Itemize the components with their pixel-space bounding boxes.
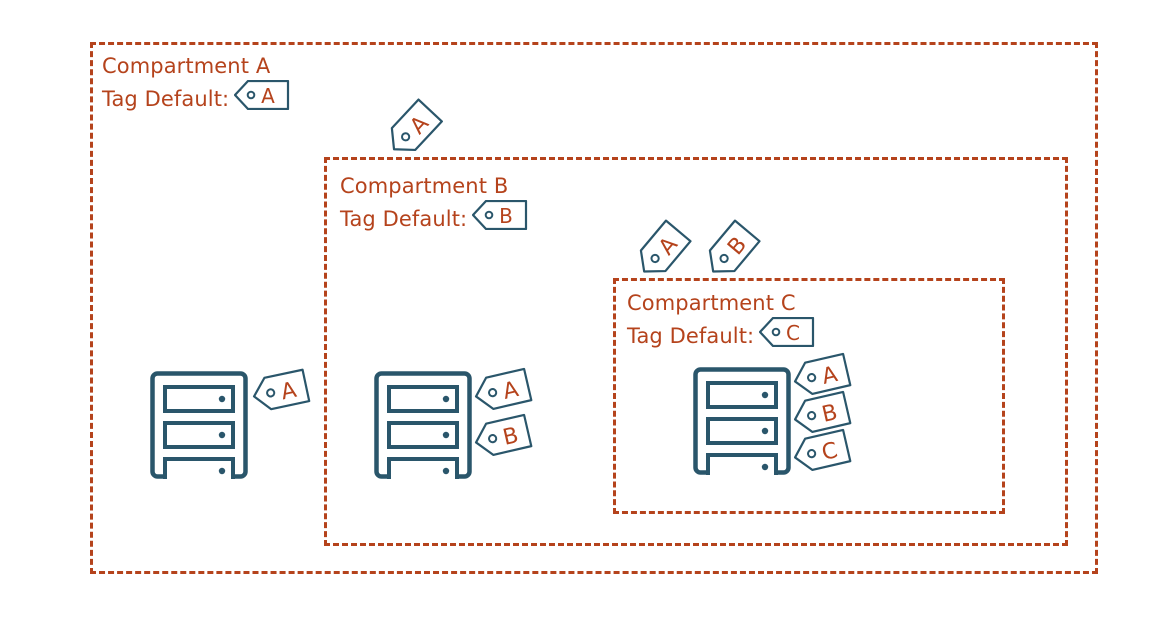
server-rack-compartment-b[interactable] <box>374 371 472 479</box>
svg-text:A: A <box>279 378 299 406</box>
compartment-a-label: Compartment A Tag Default: A <box>102 52 290 117</box>
svg-text:C: C <box>786 321 800 345</box>
compartment-b-name: Compartment B <box>340 174 509 198</box>
compartment-b-box[interactable] <box>324 157 1068 546</box>
compartment-b-tagdefault-tag: B <box>472 199 528 237</box>
svg-text:A: A <box>820 362 840 390</box>
compartment-a-tagdefault-label: Tag Default: <box>102 86 230 111</box>
svg-text:B: B <box>820 400 840 428</box>
server-rack-compartment-c[interactable] <box>693 367 791 475</box>
floating-tag-a-on-compartment-c[interactable]: A <box>629 217 694 285</box>
floating-tag-b-on-compartment-c[interactable]: B <box>698 217 763 285</box>
svg-text:A: A <box>501 377 521 405</box>
compartment-a-tagdefault-tag: A <box>234 79 290 117</box>
resource-tag-a-compartment-a[interactable]: A <box>248 367 312 414</box>
compartment-b-label: Compartment B Tag Default: B <box>340 172 528 237</box>
compartment-b-tagdefault-label: Tag Default: <box>340 206 468 231</box>
compartment-c-tagdefault-tag: C <box>759 316 815 354</box>
compartment-a-name: Compartment A <box>102 54 271 78</box>
svg-text:C: C <box>819 438 840 466</box>
server-rack-compartment-a[interactable] <box>150 371 248 479</box>
compartment-a-box[interactable] <box>90 42 1098 574</box>
compartment-c-label: Compartment C Tag Default: C <box>627 289 815 354</box>
tag-letter: A <box>261 84 275 108</box>
compartment-c-box[interactable] <box>613 278 1005 514</box>
compartment-c-name: Compartment C <box>627 291 796 315</box>
resource-tag-b-compartment-c[interactable]: B <box>789 389 854 437</box>
floating-tag-a-on-compartment-b[interactable]: A <box>379 96 445 163</box>
resource-tag-c-compartment-c[interactable]: C <box>789 427 854 475</box>
compartment-c-tagdefault-label: Tag Default: <box>627 323 755 348</box>
resource-tag-a-compartment-b[interactable]: A <box>470 366 535 414</box>
resource-tag-a-compartment-c[interactable]: A <box>789 351 854 399</box>
svg-text:B: B <box>501 423 521 451</box>
svg-text:B: B <box>499 204 513 228</box>
resource-tag-b-compartment-b[interactable]: B <box>470 412 535 460</box>
